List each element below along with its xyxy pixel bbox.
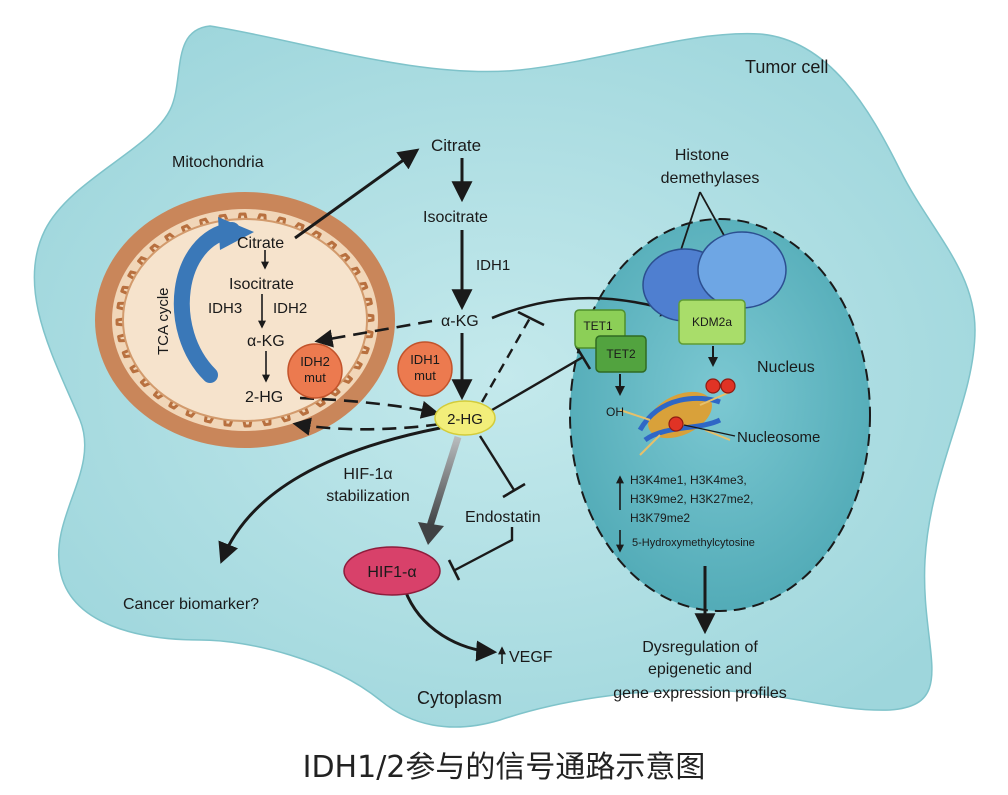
idh2-mut-label-1: IDH2 (300, 354, 330, 369)
figure-caption: IDH1/2参与的信号通路示意图 (303, 750, 706, 785)
oh-label: OH (606, 405, 624, 419)
kdm2a-label: KDM2a (692, 315, 732, 329)
idh1-mut-label-1: IDH1 (410, 352, 440, 367)
tca-cycle-arrow (173, 222, 240, 383)
mitochondria-label: Mitochondria (172, 154, 264, 171)
tca-cycle-label: TCA cycle (155, 287, 172, 355)
mito-2hg-label: 2-HG (245, 389, 283, 406)
nucleus (569, 218, 871, 612)
idh2-mut-circle (287, 343, 343, 399)
dysregulation-label-3: gene expression profiles (613, 685, 786, 702)
hif-stabilization-label-1: HIF-1α (343, 466, 392, 483)
cyto-2hg-node (434, 400, 496, 436)
endostatin-label: Endostatin (465, 509, 541, 526)
vegf-label: VEGF (509, 649, 553, 666)
hif1a-label: HIF1-α (367, 564, 416, 581)
nucleus-label: Nucleus (757, 359, 815, 376)
idh1-mut-circle (397, 341, 453, 397)
hif1a-node (343, 546, 441, 596)
cyto-isocitrate-label: Isocitrate (423, 209, 488, 226)
histone-demethylases-label-2: demethylases (661, 170, 760, 187)
mito-isocitrate-label: Isocitrate (229, 276, 294, 293)
nucleosome-label: Nucleosome (737, 429, 820, 446)
mito-idh2-label: IDH2 (273, 300, 307, 317)
cyto-2hg-label: 2-HG (447, 411, 483, 428)
nucleosome-graphic (619, 378, 736, 456)
dysregulation-label-2: epigenetic and (648, 661, 752, 678)
cytoplasm-label: Cytoplasm (417, 688, 502, 708)
hydroxymethylcytosine-label: 5-Hydroxymethylcytosine (632, 537, 755, 549)
idh2-mut-label-2: mut (304, 370, 326, 385)
histone-demethylase-blob-right (697, 231, 787, 309)
cancer-biomarker-label: Cancer biomarker? (123, 596, 259, 613)
histone-demethylases-label-1: Histone (675, 147, 729, 164)
cyto-idh1-label: IDH1 (476, 257, 510, 274)
marks-label-1: H3K4me1, H3K4me3, (630, 473, 747, 487)
cyto-akg-label: α-KG (441, 313, 479, 330)
mito-idh3-label: IDH3 (208, 300, 242, 317)
tet2-box (595, 335, 647, 373)
mito-akg-label: α-KG (247, 333, 285, 350)
tumor-cell-label: Tumor cell (745, 57, 828, 77)
cyto-citrate-label: Citrate (431, 136, 481, 155)
marks-label-3: H3K79me2 (630, 511, 690, 525)
marks-label-2: H3K9me2, H3K27me2, (630, 492, 753, 506)
tet2-label: TET2 (606, 347, 636, 361)
mito-citrate-label: Citrate (237, 235, 284, 252)
hif-stabilization-label-2: stabilization (326, 488, 410, 505)
idh1-mut-label-2: mut (414, 368, 436, 383)
dysregulation-label-1: Dysregulation of (642, 639, 758, 656)
tet1-label: TET1 (583, 319, 613, 333)
kdm2a-box (678, 299, 746, 345)
